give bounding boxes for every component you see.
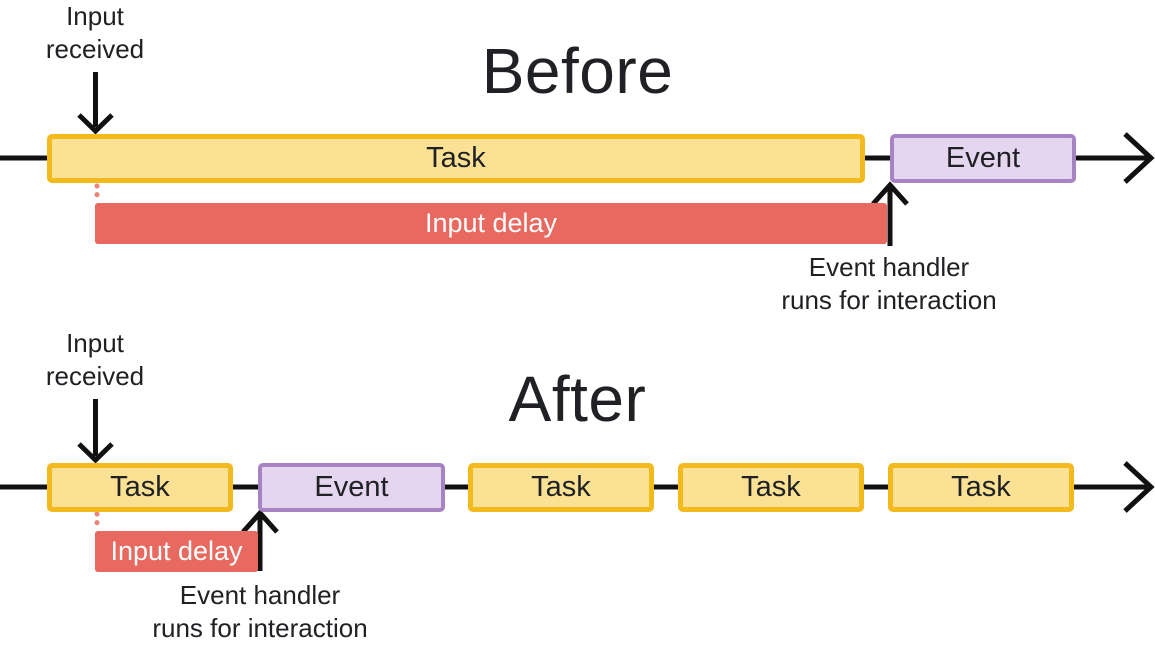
after-input-delay-bar: Input delay <box>95 531 258 572</box>
before-task-bar-label: Task <box>426 142 486 174</box>
after-task-bar-2: Task <box>468 463 654 512</box>
before-input-delay-label: Input delay <box>424 208 558 238</box>
after-task-bar-4-label: Task <box>951 471 1011 503</box>
after-input-received-label: Input received <box>45 328 145 391</box>
after-event-handler-line1: Event handler <box>179 580 341 610</box>
after-event-bar-label: Event <box>314 471 389 503</box>
after-event-handler-line2: runs for interaction <box>152 613 368 643</box>
after-event-handler-label: Event handler runs for interaction <box>129 579 391 645</box>
after-event-bar: Event <box>258 463 445 512</box>
after-title: After <box>508 363 647 435</box>
before-input-delay-bar: Input delay <box>95 203 887 244</box>
after-task-bar-2-label: Task <box>531 471 591 503</box>
after-input-delay-label: Input delay <box>110 536 243 566</box>
before-event-handler-line2: runs for interaction <box>781 285 997 315</box>
before-event-handler-label: Event handler runs for interaction <box>758 251 1020 317</box>
before-input-received-label: Input received <box>45 1 145 64</box>
before-event-bar: Event <box>890 134 1076 183</box>
after-task-bar-1-label: Task <box>110 471 170 503</box>
after-task-bar-4: Task <box>888 463 1074 512</box>
after-task-bar-1: Task <box>47 463 233 512</box>
before-event-bar-label: Event <box>945 142 1021 174</box>
before-task-bar: Task <box>47 134 865 183</box>
before-event-handler-line1: Event handler <box>808 252 970 282</box>
before-title: Before <box>481 35 674 107</box>
after-task-bar-3: Task <box>678 463 864 512</box>
after-task-bar-3-label: Task <box>741 471 801 503</box>
